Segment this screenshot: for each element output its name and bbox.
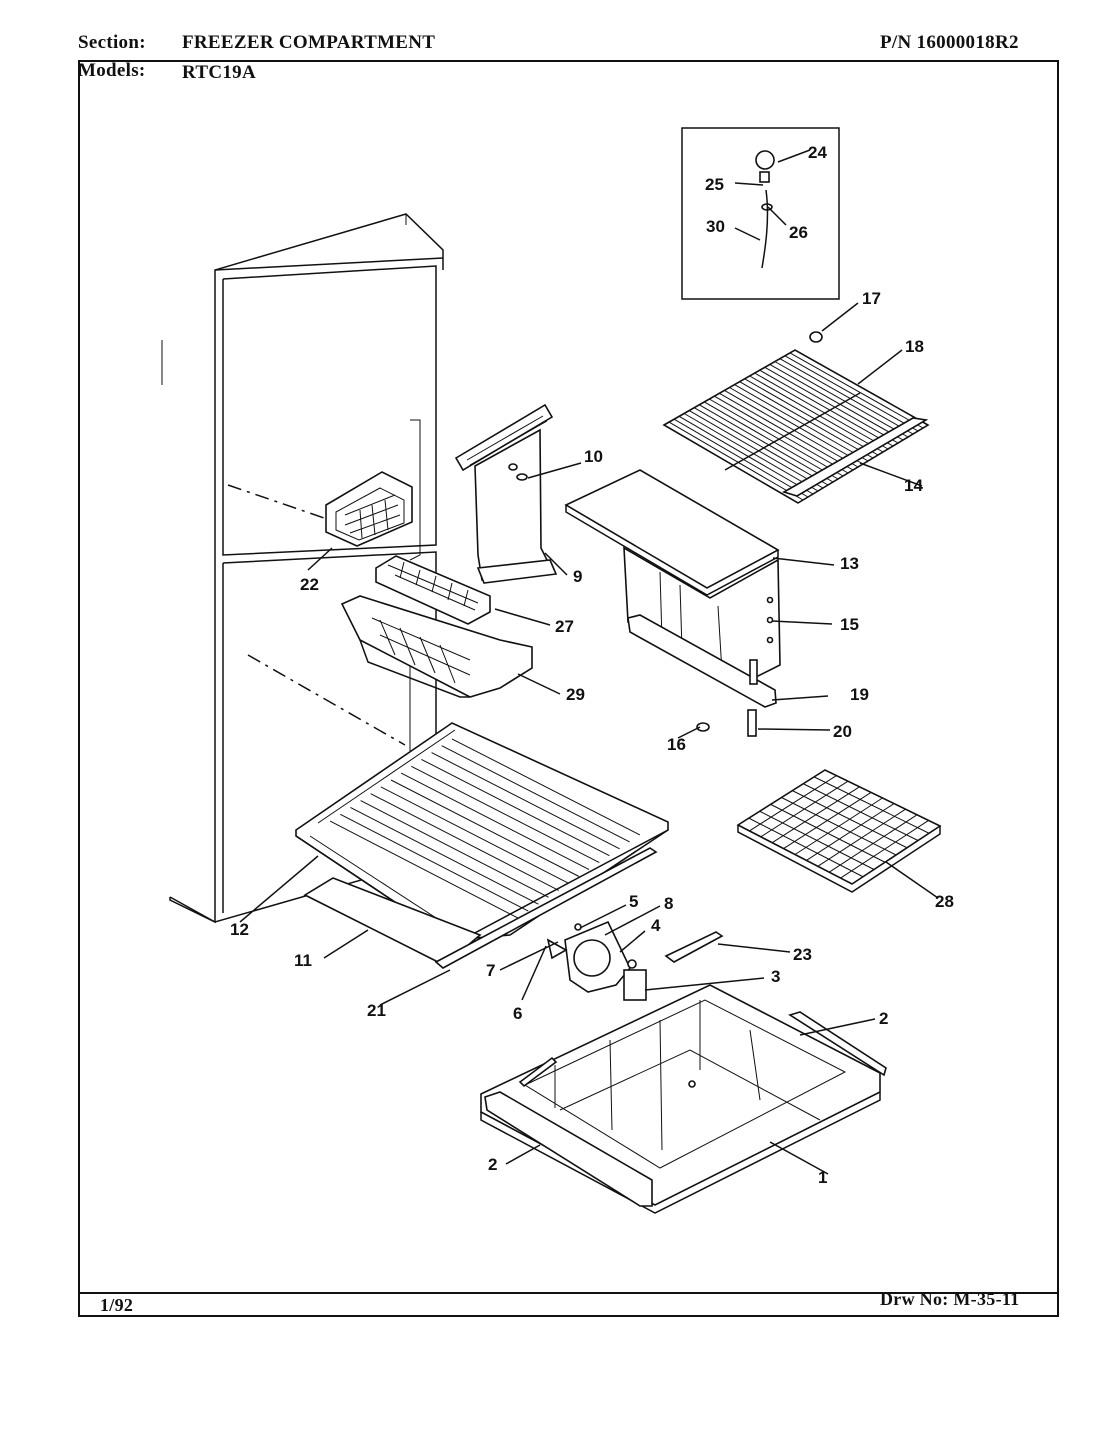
- callout-29: 29: [566, 685, 585, 704]
- callout-2-left: 2: [488, 1155, 497, 1174]
- callout-16: 16: [667, 735, 686, 754]
- callout-27: 27: [555, 617, 574, 636]
- callout-8: 8: [664, 894, 673, 913]
- callout-19: 19: [850, 685, 869, 704]
- part-22-ice-maker: [325, 471, 413, 547]
- section-label: Section:: [78, 32, 146, 53]
- callout-17: 17: [862, 289, 881, 308]
- leader-lines: [239, 149, 939, 1175]
- callout-1: 1: [818, 1168, 827, 1187]
- callout-15: 15: [840, 615, 859, 634]
- callout-30: 30: [706, 217, 725, 236]
- callout-24: 24: [808, 143, 827, 162]
- section-value: FREEZER COMPARTMENT: [182, 32, 436, 53]
- inset-water-line: [681, 127, 840, 300]
- part-21-trim: [434, 847, 658, 969]
- callout-2-right: 2: [879, 1009, 888, 1028]
- callout-22: 22: [300, 575, 319, 594]
- callout-28: 28: [935, 892, 954, 911]
- part-17-clip: [809, 331, 823, 343]
- footer-divider: [78, 1292, 1059, 1294]
- callout-10: 10: [584, 447, 603, 466]
- callout-14: 14: [904, 476, 923, 495]
- callout-25: 25: [705, 175, 724, 194]
- part-27-ice-tray: [375, 555, 491, 625]
- drawing-number: Drw No: M-35-11: [880, 1289, 1020, 1309]
- callout-12: 12: [230, 920, 249, 939]
- part-3-8-fan-assembly: [546, 920, 647, 1001]
- callout-21: 21: [367, 1001, 386, 1020]
- callout-4: 4: [651, 916, 661, 935]
- part-9-air-duct: [454, 403, 558, 584]
- part-18-wire-shelf: [662, 349, 930, 504]
- models-value: RTC19A: [182, 62, 256, 83]
- models-label: Models:: [78, 60, 146, 81]
- callout-13: 13: [840, 554, 859, 573]
- callout-23: 23: [793, 945, 812, 964]
- callout-5: 5: [629, 892, 638, 911]
- footer-date: 1/92: [100, 1295, 134, 1315]
- part-28-grille: [736, 769, 942, 893]
- callout-18: 18: [905, 337, 924, 356]
- part-14-shelf-rail: [782, 417, 929, 497]
- callout-3: 3: [771, 967, 780, 986]
- drawing-frame: [78, 60, 1059, 1317]
- part-19-trim: [627, 614, 777, 708]
- part-16-20-fasteners: [696, 659, 758, 737]
- part-23-plate: [664, 931, 724, 963]
- part-number: P/N 16000018R2: [880, 32, 1019, 53]
- callout-9: 9: [573, 567, 582, 586]
- callout-7: 7: [486, 961, 495, 980]
- callout-6: 6: [513, 1004, 522, 1023]
- part-2-rails: [484, 1011, 887, 1207]
- callout-20: 20: [833, 722, 852, 741]
- part-29-ice-bucket: [340, 595, 533, 698]
- callout-26: 26: [789, 223, 808, 242]
- callout-labels: 1 2 2 3 4 5 6 7 8 9 10 11 12 13 14 15 16…: [230, 143, 954, 1187]
- callout-11: 11: [294, 951, 312, 970]
- part-13-cover: [564, 469, 780, 596]
